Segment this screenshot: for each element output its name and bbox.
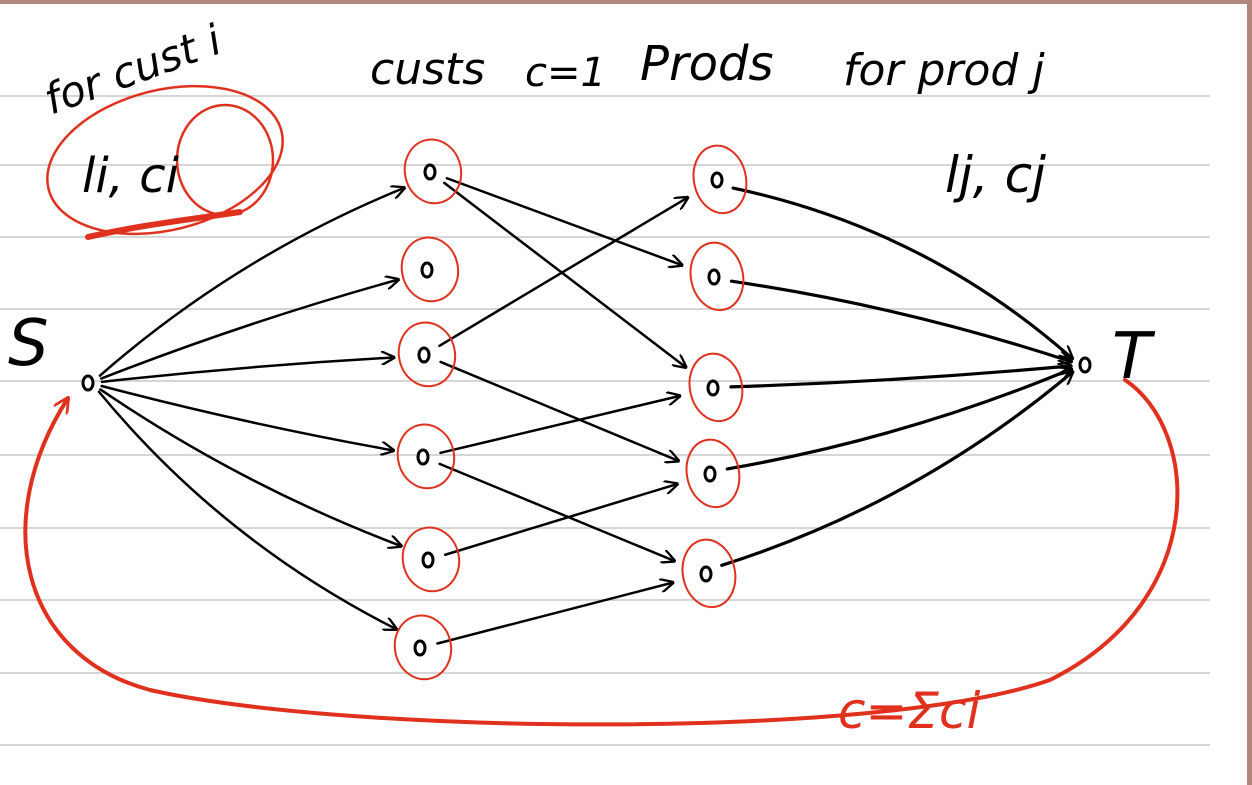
edge-t-to-s-back	[23, 378, 1180, 727]
product-node-p4-circle	[685, 438, 741, 509]
customer-node-c4-circle	[396, 423, 456, 490]
edge-s-to-c3	[100, 357, 394, 384]
edge-c1-to-p2	[445, 176, 682, 265]
heading-ci-underline	[85, 209, 243, 240]
heading-prods: Prods	[640, 36, 774, 92]
customer-node-c6-circle	[393, 614, 453, 681]
product-node-p2-circle	[689, 241, 745, 312]
heading-left-line2: li, ci	[82, 148, 180, 204]
customer-node-c5-circle	[401, 526, 461, 593]
heading-right-line1: for prod j	[843, 45, 1045, 96]
edge-p5-to-t	[720, 372, 1073, 567]
sink-label: T	[1112, 320, 1156, 394]
heading-custs: custs	[370, 44, 485, 95]
heading-right-line2: lj, cj	[945, 146, 1046, 204]
edge-p2-to-t	[729, 279, 1072, 362]
source-label: S	[8, 307, 49, 381]
customer-node-c4	[416, 448, 430, 466]
product-node-p3	[706, 379, 720, 397]
customer-node-c6	[413, 639, 427, 657]
customer-node-c1-circle	[403, 138, 463, 205]
customer-node-c2-circle	[400, 236, 460, 303]
heading-left-line1: for cust i	[38, 15, 228, 124]
customer-node-c2	[420, 261, 434, 279]
edge-c3-to-p4	[439, 360, 679, 461]
edge-c4-to-p5	[438, 462, 675, 561]
edge-c1-to-p3	[443, 181, 686, 367]
heading-left-outer-circle	[46, 84, 284, 236]
graph-nodes	[46, 84, 1092, 681]
product-node-p3-circle	[688, 352, 744, 423]
product-node-p2	[707, 268, 721, 286]
customer-node-c5	[421, 551, 435, 569]
edge-s-to-c5	[99, 388, 401, 546]
notebook-rules	[0, 95, 1210, 746]
product-node-p4	[703, 465, 717, 483]
product-node-p1	[710, 171, 724, 189]
edge-s-to-c1	[98, 188, 405, 377]
customer-node-c3-circle	[397, 321, 457, 388]
edge-s-to-c6	[97, 390, 397, 630]
heading-ci-circle	[175, 103, 275, 217]
product-node-p5-circle	[681, 538, 737, 609]
edge-s-to-c2	[100, 279, 398, 380]
edge-c3-to-p1	[438, 197, 687, 348]
sink-node	[1078, 356, 1092, 374]
product-node-p1-circle	[692, 144, 748, 215]
graph-edges	[23, 176, 1180, 727]
edge-p3-to-t	[729, 366, 1071, 389]
edge-c5-to-p4	[443, 484, 677, 556]
customer-node-c3	[417, 346, 431, 364]
edge-p1-to-t	[731, 186, 1072, 359]
heading-capacity: c=1	[525, 50, 606, 96]
edge-c4-to-p3	[439, 396, 680, 455]
edge-s-to-c4	[100, 384, 394, 451]
edge-c6-to-p5	[436, 583, 673, 645]
product-node-p5	[699, 565, 713, 583]
back-edge-capacity-label: c=Σci	[838, 682, 980, 740]
edge-p4-to-t	[725, 369, 1071, 471]
customer-node-c1	[423, 163, 437, 181]
source-node	[81, 374, 95, 392]
